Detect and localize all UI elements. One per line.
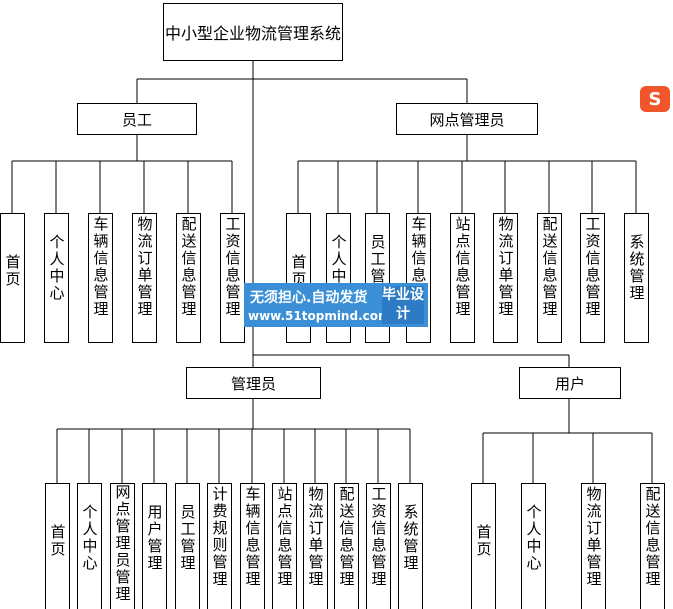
leaf-node: 首页: [0, 213, 25, 343]
leaf-node: 配送信息管理: [334, 483, 359, 609]
leaf-node: 个人中心: [44, 213, 69, 343]
leaf-node: 配送信息管理: [176, 213, 201, 343]
leaf-label: 物流订单管理: [306, 486, 325, 588]
leaf-label: 首页: [48, 524, 67, 558]
leaf-label: 车辆信息管理: [91, 216, 110, 318]
group-node-employee: 员工: [77, 103, 197, 135]
leaf-node: 物流订单管理: [132, 213, 157, 343]
leaf-node: 物流订单管理: [581, 483, 606, 609]
leaf-label: 个人中心: [47, 234, 66, 302]
leaf-label: 计费规则管理: [210, 486, 229, 588]
leaf-label: 系统管理: [627, 234, 646, 302]
root-node: 中小型企业物流管理系统: [163, 3, 343, 61]
leaf-node: 工资信息管理: [366, 483, 391, 609]
leaf-node: 物流订单管理: [303, 483, 328, 609]
leaf-node: 工资信息管理: [220, 213, 245, 343]
leaf-label: 配送信息管理: [337, 486, 356, 588]
watermark-url: www.51topmind.com: [248, 309, 391, 323]
leaf-node: 个人中心: [77, 483, 102, 609]
leaf-label: 首页: [289, 254, 308, 288]
leaf-label: 车辆信息管理: [243, 486, 262, 588]
leaf-label: 系统管理: [401, 504, 420, 572]
leaf-node: 员工管理: [175, 483, 200, 609]
leaf-node: 车辆信息管理: [88, 213, 113, 343]
leaf-label: 个人中心: [524, 504, 543, 572]
leaf-node: 系统管理: [398, 483, 423, 609]
leaf-label: 首页: [3, 254, 22, 288]
leaf-label: 工资信息管理: [583, 216, 602, 318]
group-node-user: 用户: [519, 367, 621, 399]
watermark-text: 无须担心.自动发货: [250, 290, 368, 306]
leaf-node: 配送信息管理: [640, 483, 665, 609]
leaf-label: 站点信息管理: [453, 216, 472, 318]
leaf-label: 配送信息管理: [643, 486, 662, 588]
leaf-label: 用户管理: [145, 504, 164, 572]
leaf-node: 物流订单管理: [493, 213, 518, 343]
leaf-node: 站点信息管理: [272, 483, 297, 609]
leaf-node: 系统管理: [624, 213, 649, 343]
leaf-label: 站点信息管理: [275, 486, 294, 588]
leaf-node: 首页: [471, 483, 496, 609]
leaf-label: 工资信息管理: [223, 216, 242, 318]
leaf-label: 配送信息管理: [179, 216, 198, 318]
leaf-label: 物流订单管理: [496, 216, 515, 318]
leaf-node: 配送信息管理: [537, 213, 562, 343]
leaf-node: 首页: [45, 483, 70, 609]
leaf-node: 工资信息管理: [580, 213, 605, 343]
leaf-label: 工资信息管理: [369, 486, 388, 588]
leaf-node: 计费规则管理: [207, 483, 232, 609]
leaf-label: 物流订单管理: [584, 486, 603, 588]
watermark-tag: 毕业设计: [382, 286, 424, 324]
group-node-admin: 管理员: [186, 367, 321, 399]
leaf-label: 网点管理员管理: [113, 484, 132, 603]
leaf-node: 站点信息管理: [450, 213, 475, 343]
leaf-label: 个人中心: [80, 504, 99, 572]
leaf-label: 首页: [474, 524, 493, 558]
ime-logo-icon[interactable]: S: [640, 86, 670, 112]
leaf-label: 配送信息管理: [540, 216, 559, 318]
group-node-outlet-admin: 网点管理员: [396, 103, 538, 135]
leaf-label: 员工管理: [178, 504, 197, 572]
leaf-node: 用户管理: [142, 483, 167, 609]
leaf-node: 网点管理员管理: [110, 483, 135, 609]
leaf-node: 车辆信息管理: [240, 483, 265, 609]
leaf-label: 物流订单管理: [135, 216, 154, 318]
watermark-banner: 无须担心.自动发货 www.51topmind.com 毕业设计: [244, 283, 428, 327]
leaf-node: 个人中心: [521, 483, 546, 609]
